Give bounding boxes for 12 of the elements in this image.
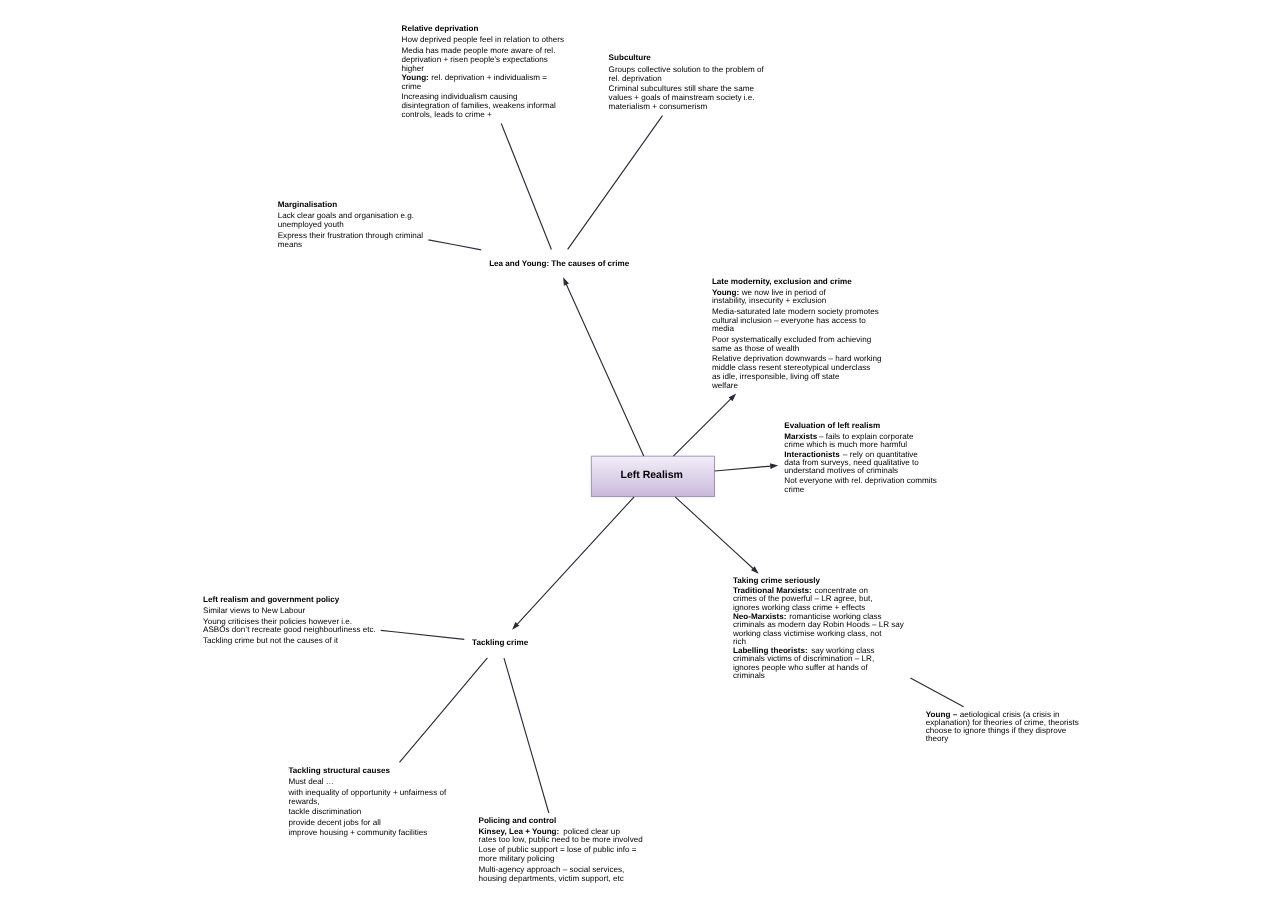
arrow <box>714 462 779 471</box>
connector <box>503 656 550 813</box>
arrow <box>674 495 759 573</box>
connector <box>909 676 965 707</box>
arrow <box>512 495 635 629</box>
connector <box>380 628 465 639</box>
connector <box>500 121 552 250</box>
connector <box>427 238 482 250</box>
connector <box>567 114 664 249</box>
arrow <box>563 276 645 456</box>
connector <box>398 656 488 762</box>
arrow <box>672 392 737 456</box>
